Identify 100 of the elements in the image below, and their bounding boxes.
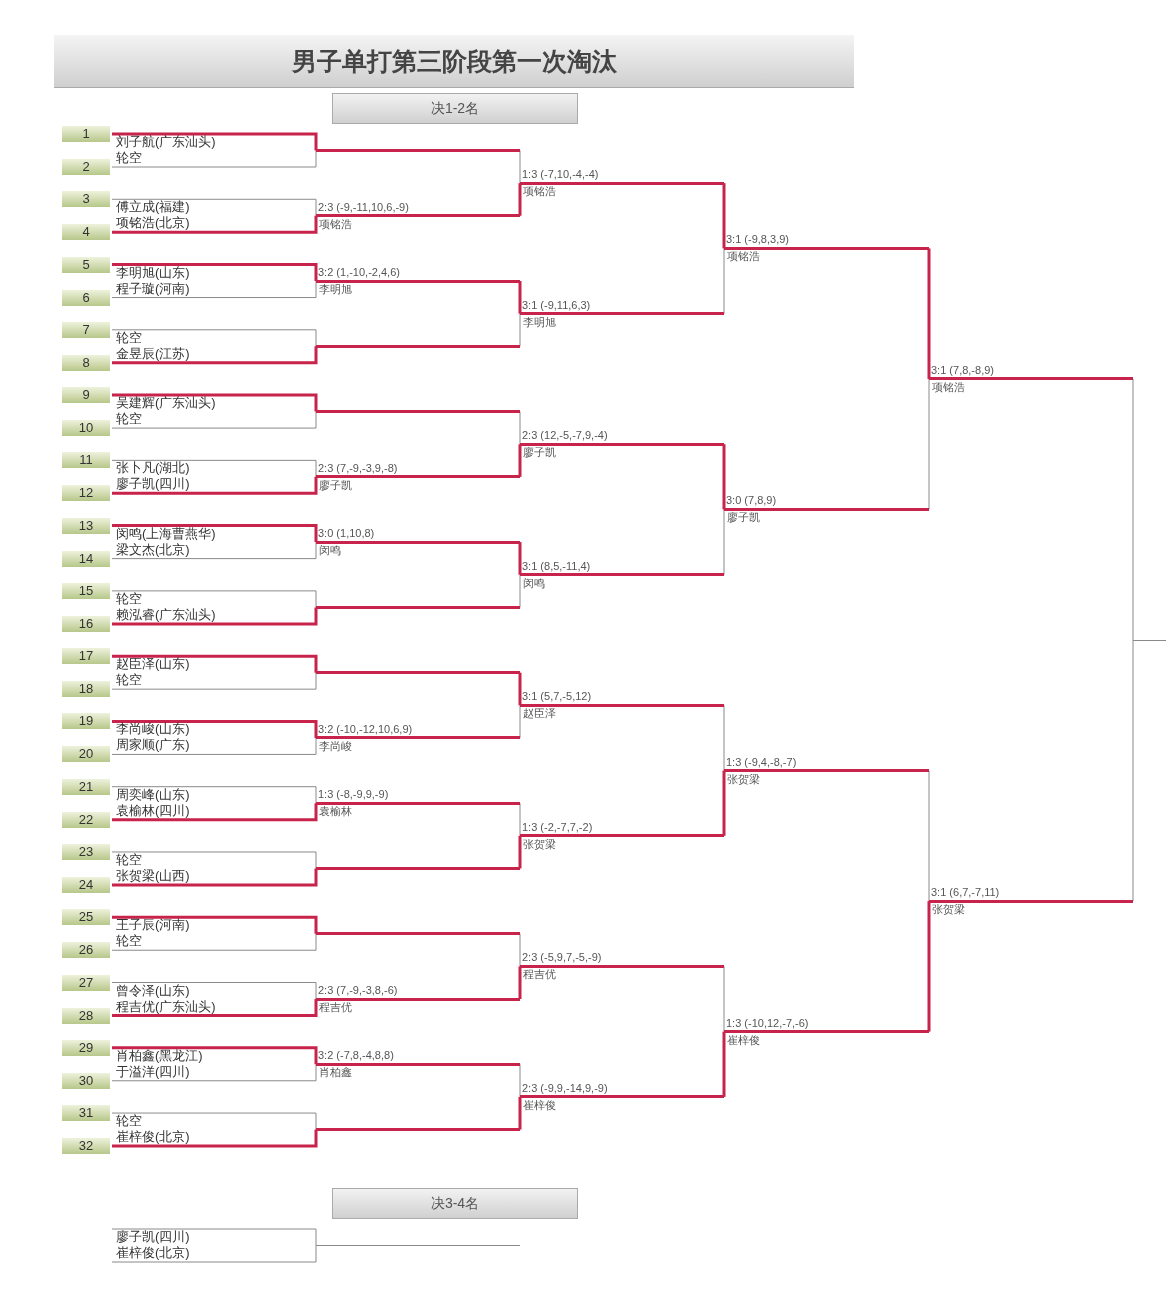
bracket-connector [1132,378,1134,641]
winner-name: 张贺梁 [727,771,760,786]
match-score: 3:1 (-9,11,6,3) [522,297,591,312]
match-score: 3:1 (-9,8,3,9) [726,232,789,247]
seed-number: 12 [62,485,110,502]
player-name: 崔梓俊(北京) [112,1129,316,1147]
player-name: 张贺梁(山西) [112,867,316,885]
seed-number: 14 [62,550,110,567]
player-name: 曾令泽(山东) [112,982,316,1000]
bracket-connector [518,540,522,575]
bracket-connector [722,1031,726,1099]
bracket-connector [722,181,726,249]
match-score: 2:3 (-9,-11,10,6,-9) [318,199,409,214]
player-name: 傅立成(福建) [112,199,316,217]
seed-number: 32 [62,1138,110,1155]
winner-name: 廖子凯 [727,510,760,525]
player-name: 王子辰(河南) [112,917,316,935]
bracket-connector [519,1063,521,1098]
player-name: 程吉优(广东汕头) [112,998,316,1016]
seed-number: 22 [62,811,110,828]
bracket-connector [928,770,930,902]
match-score: 1:3 (-9,4,-8,-7) [726,754,797,769]
winner-name: 李尚峻 [319,738,352,753]
bracket-connector [518,835,522,870]
player-name: 梁文杰(北京) [112,541,316,559]
seed-number: 23 [62,843,110,860]
bracket-line [316,410,520,414]
bracket-connector [518,1096,522,1132]
player-name: 轮空 [112,590,316,608]
winner-name: 闵鸣 [523,575,545,590]
player-name: 轮空 [112,672,316,690]
match-score: 2:3 (7,-9,-3,8,-6) [318,983,398,997]
seed-number: 13 [62,517,110,534]
bracket-line [1133,639,1166,641]
winner-name: 崔梓俊 [727,1032,760,1047]
seed-number: 20 [62,746,110,763]
bracket-connector [723,704,725,772]
player-name: 李尚峻(山东) [112,721,316,739]
section-header: 决1-2名 [332,93,578,124]
bracket-connector [518,279,522,314]
player-name: 轮空 [112,411,316,429]
player-name: 刘子航(广东汕头) [112,134,316,151]
winner-name: 项铭浩 [523,184,556,199]
seed-number: 6 [62,289,110,306]
bracket-connector [518,966,522,1001]
bracket-connector [928,378,930,510]
winner-name: 程吉优 [523,967,556,982]
seed-number: 25 [62,909,110,926]
player-name: 周家顺(广东) [112,737,316,755]
bracket-connector [519,150,521,184]
bracket-line [316,344,520,348]
match-score: 1:3 (-10,12,-7,-6) [726,1015,809,1030]
bracket-line [316,605,520,609]
seed-number: 11 [62,452,110,469]
bracket-line [316,932,520,936]
seed-number: 18 [62,681,110,698]
match-score: 1:3 (-8,-9,9,-9) [318,787,389,802]
bracket-connector [519,313,521,347]
match-score: 3:1 (7,8,-8,9) [931,362,994,377]
bracket-connector [519,411,521,445]
winner-name: 李明旭 [319,282,352,297]
bracket-connector [518,183,522,218]
seed-number: 5 [62,256,110,273]
seed-number: 24 [62,876,110,893]
player-name: 项铭浩(北京) [112,215,316,233]
winner-name: 肖柏鑫 [319,1065,352,1080]
match-score: 3:0 (1,10,8) [318,526,375,541]
seed-number: 3 [62,191,110,208]
winner-name: 张贺梁 [932,902,965,917]
player-name: 李明旭(山东) [112,264,316,282]
player-name: 肖柏鑫(黑龙江) [112,1047,316,1065]
winner-name: 廖子凯 [319,477,352,492]
seed-number: 19 [62,713,110,730]
seed-number: 15 [62,582,110,599]
bracket-connector [927,246,931,379]
seed-number: 4 [62,224,110,241]
winner-name: 廖子凯 [523,445,556,460]
bracket-connector [519,802,521,837]
seed-number: 27 [62,974,110,991]
player-name: 金昱辰(江苏) [112,345,316,363]
match-score: 3:2 (-7,8,-4,8,8) [318,1048,394,1063]
bracket-connector [723,247,725,315]
seed-number: 1 [62,126,110,142]
match-score: 3:1 (8,5,-11,4) [522,558,591,573]
match-score: 3:0 (7,8,9) [726,493,777,508]
player-name: 张卜凡(湖北) [112,460,316,478]
bracket-line [316,866,520,870]
player-name: 赵臣泽(山东) [112,656,316,674]
match-score: 3:2 (1,-10,-2,4,6) [318,265,400,280]
seed-number: 9 [62,387,110,404]
bracket-line [316,1245,520,1246]
bracket-connector [519,933,521,967]
match-score: 1:3 (-2,-7,7,-2) [522,819,593,834]
player-name: 崔梓俊(北京) [112,1245,316,1262]
seed-number: 2 [62,159,110,175]
winner-name: 崔梓俊 [523,1097,556,1112]
player-name: 吴建辉(广东汕头) [112,395,316,413]
seed-number: 31 [62,1105,110,1122]
bracket-connector [722,770,726,838]
bracket-connector [723,965,725,1033]
